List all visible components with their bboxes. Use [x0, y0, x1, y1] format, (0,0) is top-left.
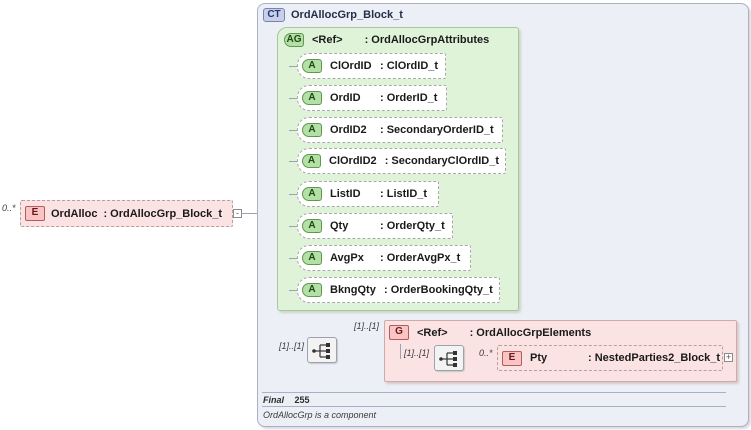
attribute-bkngqty[interactable]: A BkngQty : OrderBookingQty_t	[297, 277, 500, 303]
attr-stub	[289, 98, 298, 99]
attribute-group-header[interactable]: AG <Ref> : OrdAllocGrpAttributes	[284, 33, 489, 47]
collapse-toggle[interactable]: -	[233, 209, 242, 218]
attribute-type: : ClOrdID_t	[380, 60, 439, 72]
attribute-group-ref: <Ref>	[312, 34, 343, 46]
attr-stub	[289, 258, 298, 259]
attribute-avgpx[interactable]: A AvgPx : OrderAvgPx_t	[297, 245, 471, 271]
group-cardinality: [1]..[1]	[354, 321, 380, 331]
element-badge: E	[502, 350, 522, 366]
element-type: : OrdAllocGrp_Block_t	[103, 207, 223, 220]
group-badge: G	[389, 325, 409, 340]
element-name: OrdAlloc	[51, 207, 98, 220]
attribute-ordid2[interactable]: A OrdID2 : SecondaryOrderID_t	[297, 117, 503, 143]
footer-divider-top	[262, 392, 726, 393]
attribute-name: OrdID	[330, 92, 361, 104]
attribute-badge: A	[302, 59, 322, 73]
attribute-type: : SecondaryOrderID_t	[380, 124, 494, 136]
footer-divider-bottom	[262, 406, 726, 407]
attr-stub	[289, 66, 298, 67]
attribute-type: : SecondaryClOrdID_t	[384, 155, 499, 167]
group-spine	[400, 344, 401, 359]
element-pty[interactable]: E Pty : NestedParties2_Block_t	[497, 345, 723, 371]
attribute-name: Qty	[330, 220, 349, 232]
group-name: : OrdAllocGrpElements	[469, 326, 592, 339]
attribute-name: AvgPx	[330, 252, 364, 264]
sequence-cardinality: [1]..[1]	[279, 341, 305, 351]
attribute-name: OrdID2	[330, 124, 367, 136]
element-name: Pty	[530, 352, 548, 364]
attribute-listid[interactable]: A ListID : ListID_t	[297, 181, 439, 207]
attribute-group-badge: AG	[284, 33, 304, 47]
attribute-clordid[interactable]: A ClOrdID : ClOrdID_t	[297, 53, 446, 79]
attribute-name: ClOrdID2	[329, 155, 377, 167]
sequence-icon	[439, 351, 457, 367]
component-note: OrdAllocGrp is a component	[263, 410, 377, 420]
attribute-name: ListID	[330, 188, 361, 200]
attribute-qty[interactable]: A Qty : OrderQty_t	[297, 213, 453, 239]
attribute-badge: A	[302, 283, 322, 297]
group-header[interactable]: G <Ref> : OrdAllocGrpElements	[389, 325, 591, 340]
attribute-type: : ListID_t	[380, 188, 428, 200]
final-label: Final	[263, 395, 285, 405]
attribute-clordid2[interactable]: A ClOrdID2 : SecondaryClOrdID_t	[297, 148, 506, 174]
attr-stub	[289, 130, 298, 131]
element-type: : NestedParties2_Block_t	[588, 352, 721, 364]
expand-toggle[interactable]: +	[724, 352, 733, 362]
attr-stub	[289, 194, 298, 195]
sequence-compositor[interactable]	[307, 337, 337, 363]
attribute-name: BkngQty	[330, 284, 376, 296]
sequence-icon	[312, 343, 330, 359]
attr-stub	[289, 161, 298, 162]
element-badge: E	[25, 206, 45, 221]
group-sequence-cardinality: [1]..[1]	[404, 348, 430, 358]
attribute-name: ClOrdID	[330, 60, 372, 72]
attribute-type: : OrderID_t	[380, 92, 438, 104]
attribute-badge: A	[302, 123, 322, 137]
connector-root-to-ct	[241, 213, 268, 214]
element-ordalloc[interactable]: E OrdAlloc : OrdAllocGrp_Block_t	[20, 200, 233, 227]
attribute-type: : OrderAvgPx_t	[380, 252, 461, 264]
final-value: 255	[294, 395, 310, 405]
attribute-badge: A	[302, 187, 322, 201]
attribute-group-name: : OrdAllocGrpAttributes	[364, 34, 490, 46]
attribute-type: : OrderBookingQty_t	[384, 284, 493, 296]
root-cardinality: 0..*	[2, 203, 16, 213]
attribute-type: : OrderQty_t	[380, 220, 445, 232]
group-ref: <Ref>	[417, 326, 448, 339]
attribute-badge: A	[302, 154, 321, 168]
attribute-badge: A	[302, 219, 322, 233]
attribute-ordid[interactable]: A OrdID : OrderID_t	[297, 85, 447, 111]
attribute-badge: A	[302, 91, 322, 105]
group-sequence-compositor[interactable]	[434, 345, 464, 371]
complex-type-header: CT OrdAllocGrp_Block_t	[263, 8, 403, 22]
attr-stub	[289, 226, 298, 227]
attribute-badge: A	[302, 251, 322, 265]
complex-type-badge: CT	[263, 8, 285, 22]
pty-cardinality: 0..*	[479, 348, 493, 358]
final-row: Final 255	[263, 395, 310, 405]
attr-stub	[289, 290, 298, 291]
complex-type-title: OrdAllocGrp_Block_t	[291, 9, 403, 21]
